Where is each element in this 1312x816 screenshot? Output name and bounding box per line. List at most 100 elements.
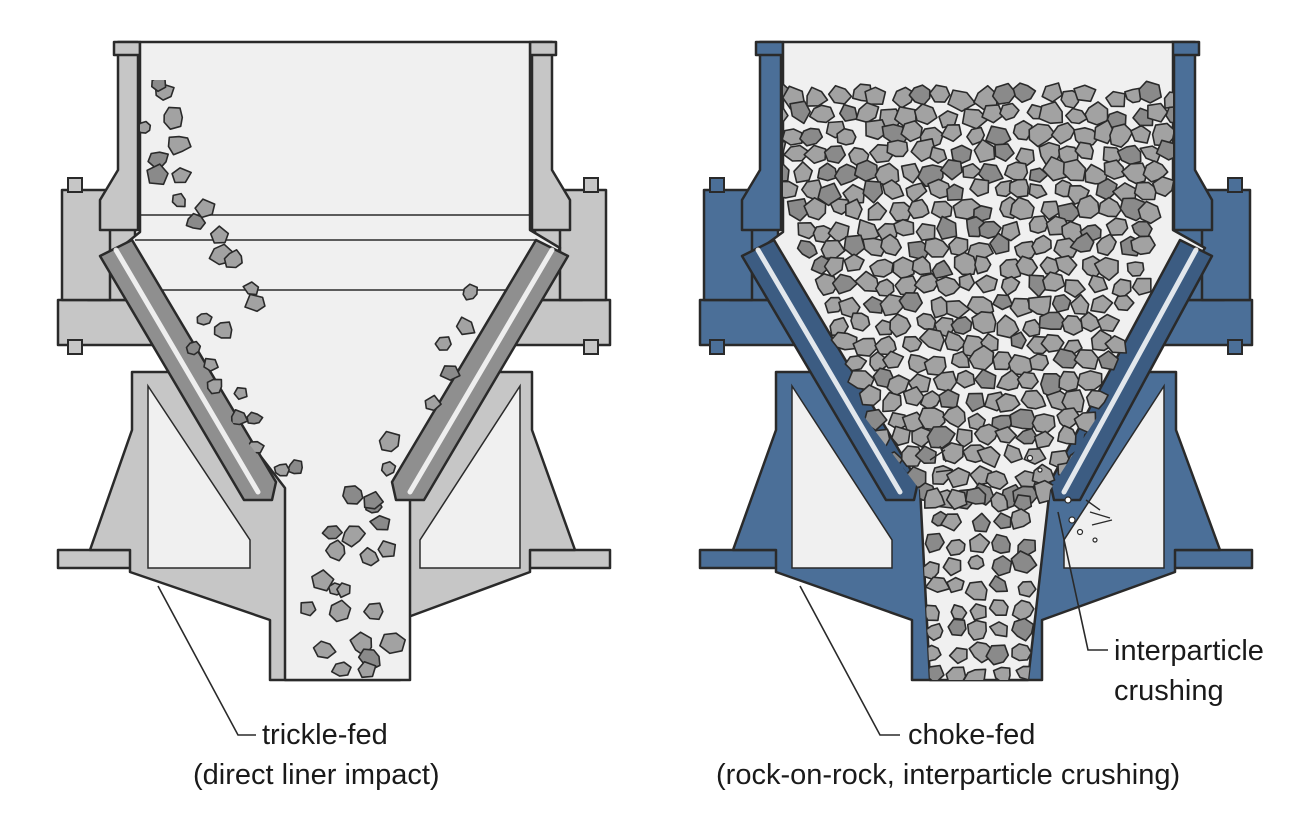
rock [881,179,905,200]
rock [1076,194,1101,219]
rock [171,192,186,208]
rock [1051,294,1072,313]
rock [999,102,1020,121]
rock [941,442,964,465]
rock [824,296,844,314]
rock [1028,167,1049,183]
rock [246,411,264,425]
rock [991,555,1013,577]
rock [1050,122,1076,145]
rock [994,143,1015,162]
rock [1028,353,1050,372]
rock [976,445,1001,469]
rock [1130,235,1156,256]
rock [213,321,233,339]
rock [930,200,953,220]
rock [359,546,380,567]
rock [1011,617,1035,642]
rock [203,357,219,372]
rock [864,86,887,105]
rock [940,513,962,532]
rock [967,554,985,570]
rock [1003,443,1023,464]
rock [981,104,1004,124]
rock [935,276,961,297]
rock [242,281,260,296]
rock [380,460,397,477]
rock [823,256,845,278]
rock [940,124,962,143]
rock [1096,233,1117,257]
rock [942,405,966,429]
rock [966,619,987,641]
rock [839,103,859,122]
rock [996,369,1022,391]
rock [924,487,946,509]
rock [171,167,192,184]
rock [803,144,827,165]
rock [1069,293,1090,315]
rock [377,540,397,558]
rock [830,331,858,351]
rock [1009,297,1033,318]
rock [938,110,959,129]
rock [924,576,951,593]
rock [865,119,889,141]
rock [1009,408,1036,430]
rock [1033,430,1055,449]
rock [781,128,803,146]
rock [1137,200,1162,225]
rock [1138,80,1162,104]
rock [1113,294,1135,312]
rock [962,668,987,680]
rock [989,621,1008,638]
left-caption-title: trickle-fed [262,719,388,751]
left-caption-subtitle: (direct liner impact) [193,759,440,791]
rock [796,239,818,259]
rock [146,163,169,186]
rock [991,82,1018,105]
rock [923,355,947,376]
rock [977,163,1004,185]
rock [1028,215,1049,234]
rock [1028,123,1057,148]
rock [357,660,377,679]
rock [330,661,352,677]
rock [311,569,335,592]
right-caption-title: choke-fed [908,719,1036,751]
rock [1064,279,1086,298]
rock [942,557,962,577]
rock [966,296,995,317]
rock [1041,156,1070,182]
rock [1131,277,1152,296]
interparticle-fracture-marks [929,445,1113,543]
rock [1103,159,1125,180]
rock [831,273,858,295]
rock [209,225,230,244]
rock [1041,82,1063,103]
rock [1130,124,1152,144]
rock [1038,101,1064,125]
rock [342,485,364,505]
rock [1008,178,1030,198]
rock [369,514,391,531]
rock [808,104,836,124]
rock [947,89,977,113]
rock [1085,389,1109,410]
rock [1010,508,1032,530]
interparticle-leader-line [1057,511,1108,651]
rock [985,644,1010,666]
right-flange-bolts [709,177,1243,355]
rock [185,340,202,356]
rock [886,139,909,158]
rock [1028,183,1048,199]
rock [803,197,827,221]
rock [836,127,857,146]
rock [462,283,478,301]
rock [925,622,944,642]
rock [325,539,346,562]
rock [194,198,216,219]
rock [991,533,1011,554]
interparticle-callout-line1: interparticle [1114,635,1264,667]
rock [1105,90,1126,108]
